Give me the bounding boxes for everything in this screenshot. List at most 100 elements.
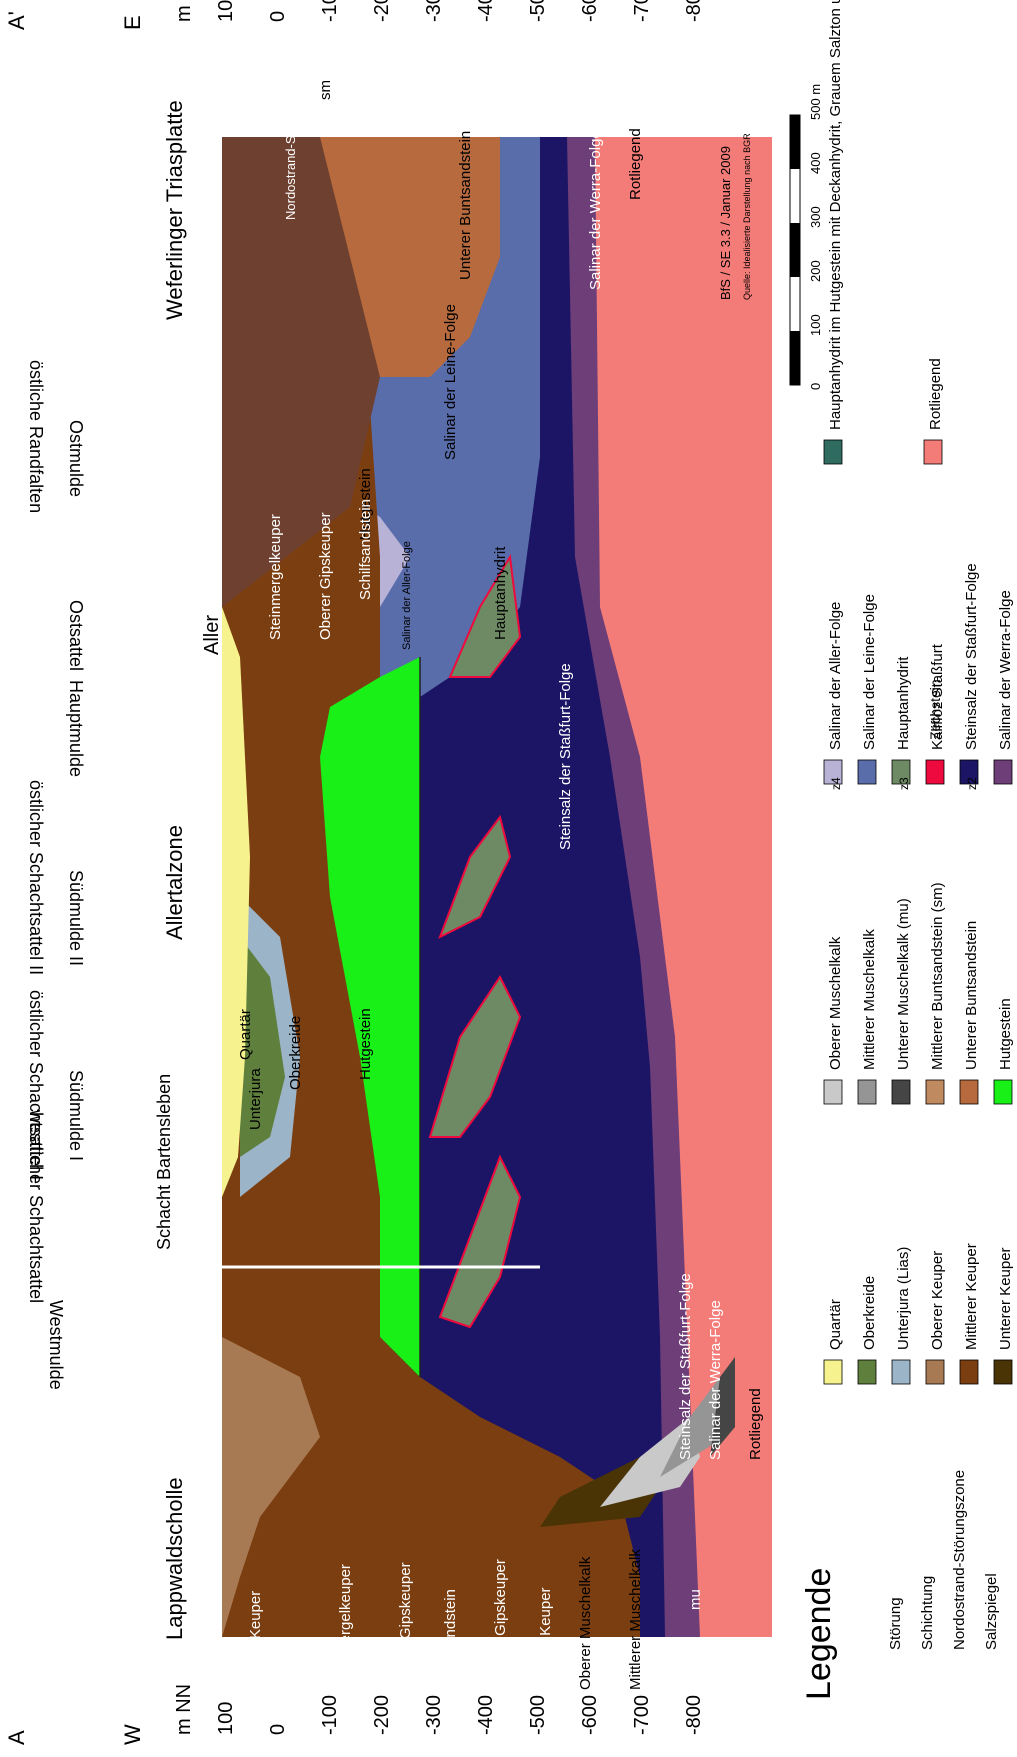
depth-axis-left: m NN1000-100-200-300-400-500-600-700-800 xyxy=(173,1684,705,1735)
legend-label: Hauptanhydrit im Hutgestein mit Deckanhy… xyxy=(827,0,844,430)
scale-tick-label: 200 xyxy=(808,260,823,282)
credit-line1: BfS / SE 3.3 / Januar 2009 xyxy=(718,146,733,300)
label-oe-schachtsattel1: östlicher Schachtsattel I xyxy=(26,990,46,1180)
legend-label: Rotliegend xyxy=(927,358,944,430)
unit-label-salinar-aller: Salinar der Aller-Folge xyxy=(401,541,413,650)
credit-line2: Quelle: Idealisierte Darstellung nach BG… xyxy=(742,133,752,300)
depth-tick-label: -200 xyxy=(371,1695,393,1735)
region-weferlingen: Weferlinger Triasplatte xyxy=(162,100,187,320)
legend-label: Hutgestein xyxy=(997,998,1014,1070)
label-westmulde: Westmulde xyxy=(46,1300,66,1390)
unit-label-oberer-gipskeuper: Oberer Gipskeuper xyxy=(397,1562,414,1690)
scale-tick-label: 0 xyxy=(808,383,823,390)
depth-tick-label: -400 xyxy=(475,0,497,22)
section-end-west-letter: A xyxy=(4,1730,29,1745)
structure-labels: Westmulde westlicher Schachtsattel Südmu… xyxy=(26,360,86,1390)
depth-axis-right: m NN1000-100-200-300-400-500-600-700-800 xyxy=(173,0,705,22)
legend-swatch xyxy=(994,1360,1012,1384)
axis-unit: m NN xyxy=(173,1684,195,1735)
legend-label: Salinar der Aller-Folge xyxy=(827,602,844,750)
legend-label: Oberer Keuper xyxy=(929,1251,946,1350)
scale-tick-label: 400 xyxy=(808,152,823,174)
legend-label: Mittlerer Muschelkalk xyxy=(861,929,878,1070)
unit-label-unterer-gipskeuper: Unterer Gipskeuper xyxy=(492,1559,509,1690)
unit-label-mittlerer-muschelkalk: Mittlerer Muschelkalk xyxy=(627,1549,644,1690)
depth-tick-label: -300 xyxy=(423,1695,445,1735)
label-suedmulde1: Südmulde I xyxy=(66,1070,86,1161)
legend-label: Steinsalz der Staßfurt-Folge xyxy=(963,563,980,750)
unit-label-unterjura: Unterjura xyxy=(247,1068,264,1130)
depth-tick-label: -100 xyxy=(319,1695,341,1735)
unit-label-mu: mu xyxy=(687,1589,704,1610)
section-end-east-letter: A' xyxy=(4,11,29,30)
legend-line-label: Störung xyxy=(887,1597,904,1650)
unit-label-steinmergelkeuper: Steinmergelkeuper xyxy=(337,1564,354,1690)
depth-tick-label: -700 xyxy=(631,1695,653,1735)
unit-label-stoerungszone: Nordostrand-Störungszone Mittlerer Keupe… xyxy=(283,0,298,220)
label-aller: Aller xyxy=(201,615,223,655)
legend-swatch xyxy=(892,1360,910,1384)
unit-label-hauptanhydrit: Hauptanhydrit xyxy=(492,546,509,640)
legend-swatch xyxy=(994,1080,1012,1104)
unit-label-quartaer: Quartär xyxy=(237,1009,254,1060)
legend-line-label: Salzspiegel xyxy=(983,1573,1000,1650)
unit-label-oberer-muschelkalk: Oberer Muschelkalk xyxy=(577,1556,594,1690)
legend-label: Unterer Keuper xyxy=(997,1247,1014,1350)
scale-tick-label: 500 m xyxy=(808,84,823,120)
legend-line-label: Nordostrand-Störungszone xyxy=(951,1470,968,1650)
label-randfalten: östliche Randfalten xyxy=(26,360,46,513)
unit-label-werra-w: Salinar der Werra-Folge xyxy=(707,1300,724,1460)
zechstein-sublabel: z3 xyxy=(897,777,911,790)
scale-tick-label: 100 xyxy=(808,314,823,336)
unit-label-steinsalz-w: Steinsalz der Staßfurt-Folge xyxy=(677,1273,694,1460)
label-ostmulde: Ostmulde xyxy=(66,420,86,497)
depth-tick-label: -300 xyxy=(423,0,445,22)
depth-tick-label: -600 xyxy=(579,1695,601,1735)
unit-label-rotliegend-e: Rotliegend xyxy=(627,128,644,200)
region-allertal: Allertalzone xyxy=(162,825,187,940)
legend-swatch xyxy=(824,440,842,464)
legend-swatch xyxy=(994,760,1012,784)
axis-unit: m NN xyxy=(173,0,195,22)
zechstein-sublabel: z4 xyxy=(829,777,843,790)
depth-tick-label: -800 xyxy=(683,1695,705,1735)
legend-label: Unterjura (Lias) xyxy=(895,1247,912,1350)
section-end-west-dir: W xyxy=(120,1724,145,1745)
legend-label: Mittlerer Keuper xyxy=(963,1243,980,1350)
legend-label: Mittlerer Buntsandstein (sm) xyxy=(929,882,946,1070)
legend-swatch xyxy=(858,760,876,784)
scale-labels: 0 100 200 300 400 500 m xyxy=(808,84,823,390)
legend-swatch xyxy=(858,1080,876,1104)
unit-label-oberer-keuper: Oberer Keuper xyxy=(247,1591,264,1690)
legend-label: Hauptanhydrit xyxy=(895,656,912,750)
scale-tick-label: 300 xyxy=(808,206,823,228)
unit-label-schilfsandstein-e: Schilfsandstein xyxy=(357,499,374,600)
unit-label-oberer-gipskeuper-e: Oberer Gipskeuper xyxy=(317,512,334,640)
legend-swatch xyxy=(926,1360,944,1384)
scale-bar xyxy=(790,115,800,385)
unit-label-unterer-keuper: Unterer Keuper xyxy=(537,1587,554,1690)
zechstein-sublabel: z2 xyxy=(965,777,979,790)
unit-label-rotliegend-w: Rotliegend xyxy=(747,1388,764,1460)
legend-label: Salinar der Werra-Folge xyxy=(997,590,1014,750)
unit-label-steinmergelkeuper-e: Steinmergelkeuper xyxy=(267,514,284,640)
label-hauptmulde: Hauptmulde xyxy=(66,680,86,777)
legend-swatch xyxy=(892,1080,910,1104)
depth-tick-label: 100 xyxy=(215,0,237,22)
legend-swatch xyxy=(924,440,942,464)
legend-label: Quartär xyxy=(827,1299,844,1350)
unit-label-hutgestein-w: Hutgestein xyxy=(357,1008,374,1080)
legend-swatch xyxy=(858,1360,876,1384)
legend-swatch xyxy=(960,1360,978,1384)
legend-swatch xyxy=(960,1080,978,1104)
label-suedmulde2: Südmulde II xyxy=(66,870,86,966)
depth-tick-label: 100 xyxy=(215,1702,237,1735)
unit-label-oberkreide: Oberkreide xyxy=(287,1016,304,1090)
legend-line-label: Schichtung xyxy=(919,1576,936,1650)
legend-label: Unterer Muschelkalk (mu) xyxy=(895,898,912,1070)
label-ostsattel: Ostsattel xyxy=(66,600,86,671)
unit-label-schilfsandstein: Schilfsandstein xyxy=(442,1589,459,1690)
unit-label-werra-e: Salinar der Werra-Folge xyxy=(587,130,604,290)
legend-swatch xyxy=(926,760,944,784)
